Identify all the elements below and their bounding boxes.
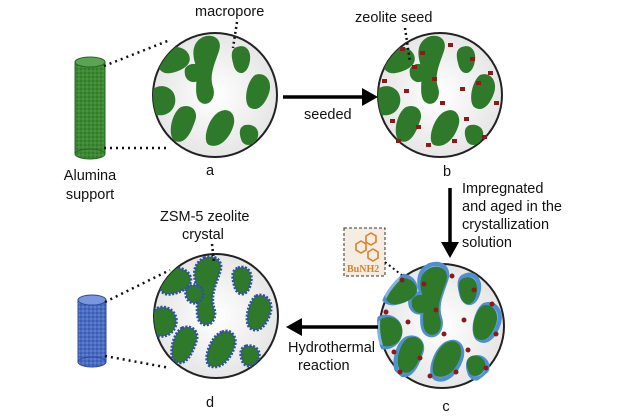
- panel-a-disc: [152, 32, 278, 158]
- impregnated-label-line4: solution: [462, 235, 512, 251]
- zoom-line-top-d: [104, 268, 171, 304]
- panel-c-label: c: [442, 399, 449, 415]
- seeded-label: seeded: [304, 107, 352, 123]
- zeolite-coated-cylinder: [77, 294, 107, 368]
- bunh2-template-box: BuNH2: [343, 227, 386, 277]
- impregnated-label-line3: crystallization: [462, 217, 549, 233]
- zoom-line-top-a: [103, 38, 171, 68]
- macropore-label: macropore: [195, 4, 264, 20]
- macropore-pointer: [231, 21, 239, 49]
- zsm5-pointer: [210, 243, 216, 263]
- panel-d-disc: [153, 253, 279, 379]
- impregnated-label-line2: and aged in the: [462, 199, 562, 215]
- panel-a-label: a: [206, 163, 215, 179]
- impregnated-label-line1: Impregnated: [462, 181, 543, 197]
- seeded-arrowhead: [362, 88, 378, 106]
- alumina-label-line2: support: [66, 187, 114, 203]
- zeolite-seeds: [382, 43, 499, 147]
- zoom-line-bottom-d: [104, 354, 171, 370]
- panel-b-label: b: [443, 164, 451, 180]
- zeolite-seed-label: zeolite seed: [355, 10, 432, 26]
- template-molecule-icon: [355, 232, 379, 262]
- alumina-label-line1: Alumina: [64, 168, 117, 184]
- hydrothermal-label-line2: reaction: [298, 358, 350, 374]
- impregnated-arrowhead: [441, 242, 459, 258]
- zeolite-seed-pointer: [403, 27, 412, 63]
- panel-b-disc: [377, 32, 503, 158]
- panel-c-disc: [373, 264, 505, 389]
- zsm5-label-line1: ZSM-5 zeolite: [160, 209, 249, 225]
- seeds-c: [383, 273, 499, 379]
- hydrothermal-arrowhead: [286, 318, 302, 336]
- zsm5-label-line2: crystal: [182, 227, 224, 243]
- panel-d-label: d: [206, 395, 214, 411]
- alumina-support-cylinder: [74, 56, 106, 160]
- template-label: BuNH2: [347, 264, 379, 275]
- hydrothermal-label-line1: Hydrothermal: [288, 340, 375, 356]
